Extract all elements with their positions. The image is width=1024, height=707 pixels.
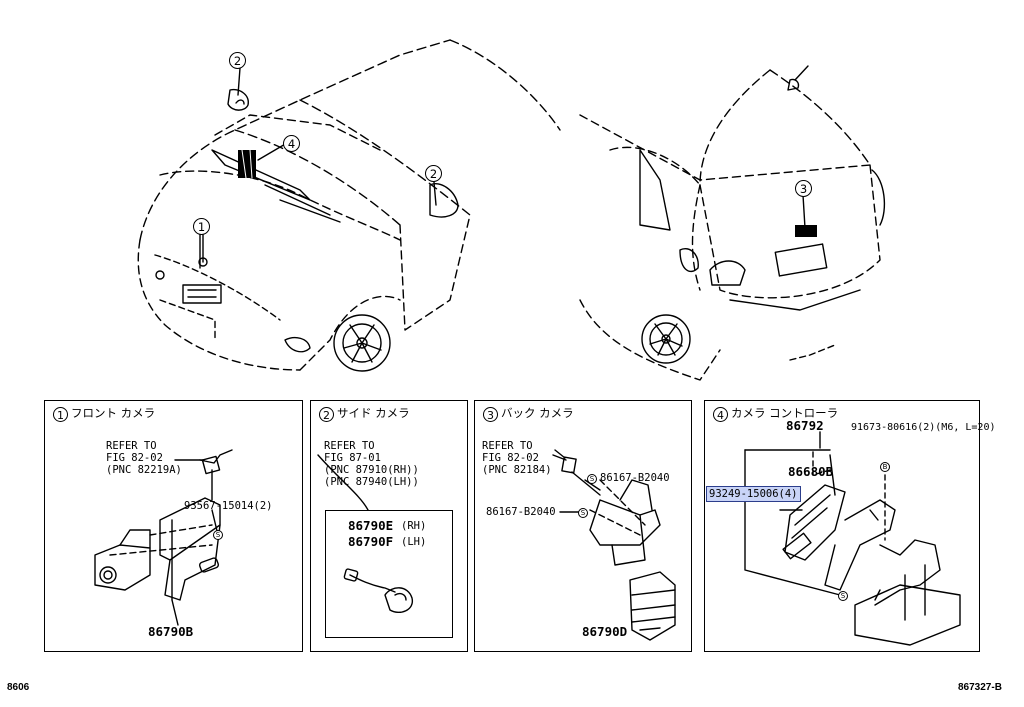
panel-number: 2 [319,407,334,422]
back-camera-reference: REFER TO FIG 82-02 (PNC 82184) [482,440,552,476]
footer-right-code: 867327-B [958,682,1002,693]
callout-side-camera-right: 2 [425,165,442,182]
s-mark: S [578,508,588,518]
controller-part-number: 86792 [786,418,824,433]
controller-nut-label-highlighted[interactable]: 93249-15006(4) [706,486,801,502]
back-camera-screw-label-1: 86167-B2040 [600,472,670,484]
front-vehicle-illustration [137,39,561,372]
callout-front-camera: 1 [193,218,210,235]
front-camera-part-number: 86790B [148,624,194,639]
front-camera-screw-label: 93567-15014(2) [184,500,273,512]
panel-number: 1 [53,407,68,422]
back-camera-screw-label-2: 86167-B2040 [486,506,556,518]
callout-back-camera: 3 [795,180,812,197]
side-camera-sketch [317,454,414,614]
rear-vehicle-illustration [579,65,886,381]
side-camera-rh-tag: (RH) [401,520,427,532]
back-camera-sketch [554,449,676,641]
panel-number: 3 [483,407,498,422]
panel-title-text: バック カメラ [501,406,574,420]
side-camera-part-number-rh: 86790E [348,518,394,533]
controller-bracket-part-number: 86680B [788,464,834,479]
controller-bolt-label: 91673-80616(2)(M6, L=20) [851,422,996,433]
footer-left-code: 8606 [7,682,30,693]
side-camera-lh-tag: (LH) [401,536,427,548]
callout-side-camera-left: 2 [229,52,246,69]
side-camera-part-number-lh: 86790F [348,534,394,549]
callout-camera-controller: 4 [283,135,300,152]
s-mark: S [838,591,848,601]
side-camera-reference: REFER TO FIG 87-01 (PNC 87910(RH)) (PNC … [324,440,419,488]
panel-title-text: サイド カメラ [337,406,410,420]
s-mark: S [587,474,597,484]
back-camera-part-number: 86790D [582,624,628,639]
panel-title-text: カメラ コントローラ [731,406,839,420]
s-mark: S [213,530,223,540]
front-camera-reference: REFER TO FIG 82-02 (PNC 82219A) [106,440,182,476]
panel-number: 4 [713,407,728,422]
panel-title-text: フロント カメラ [71,406,156,420]
side-camera-inset [325,510,453,638]
b-mark: B [880,462,890,472]
front-camera-sketch [94,449,233,601]
